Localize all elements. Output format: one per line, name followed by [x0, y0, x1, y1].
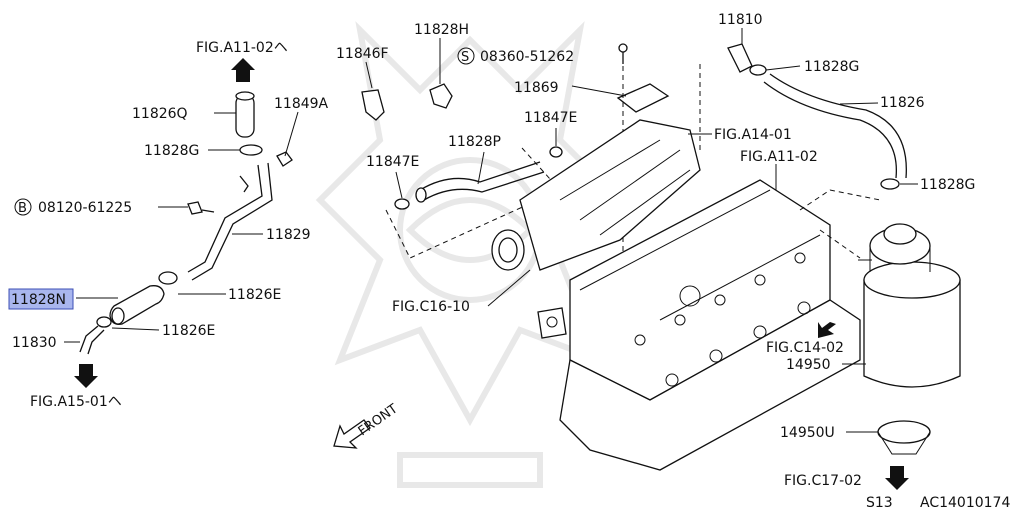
label-11826q[interactable]: 11826Q: [132, 106, 188, 122]
part-11828p-hose: [419, 161, 541, 191]
label-fig-a11-02-top[interactable]: FIG.A11-02ヘ: [196, 40, 288, 56]
part-11830-elbow: [79, 325, 99, 353]
arrow-left-down-icon: [818, 322, 836, 338]
part-11828h: [429, 83, 453, 109]
part-11810-valve: [727, 43, 753, 73]
exhaust-flange: [537, 307, 567, 339]
screw-icon: [618, 43, 628, 53]
part-14950u-cap: [877, 420, 931, 444]
part-11828g-clamp-left: [239, 144, 263, 156]
label-08360-51262[interactable]: 08360-51262: [480, 49, 574, 65]
part-14950-canister: [863, 279, 961, 388]
label-11869[interactable]: 11869: [514, 80, 559, 96]
label-11847e-left[interactable]: 11847E: [366, 154, 419, 170]
part-11829-pipe: [187, 164, 263, 273]
intake-manifold: [519, 119, 701, 271]
part-11847e-clamp-left: [394, 198, 410, 210]
engine-lower-block: [559, 299, 861, 471]
part-11828g-clamp-top: [749, 64, 767, 76]
label-fig-c16-10[interactable]: FIG.C16-10: [392, 299, 470, 315]
label-fig-a14-01[interactable]: FIG.A14-01: [714, 127, 792, 143]
part-11846f: [361, 89, 385, 121]
part-11869-bracket: [616, 83, 670, 113]
arrow-up-icon: [231, 58, 255, 82]
b-circle-icon: [14, 198, 32, 216]
label-diagram-code: AC14010174: [920, 495, 1010, 510]
label-14950u[interactable]: 14950U: [780, 425, 835, 441]
label-11846f[interactable]: 11846F: [336, 46, 389, 62]
part-11826e-clamp-1: [158, 271, 178, 285]
engine-block: [491, 60, 881, 471]
part-11826e-clamp-2: [96, 316, 112, 328]
label-11829[interactable]: 11829: [266, 227, 311, 243]
label-11830[interactable]: 11830: [12, 335, 57, 351]
label-s-prefix: S: [461, 50, 469, 65]
label-b-prefix: B: [18, 201, 27, 216]
part-11849a-bolt: [276, 151, 293, 167]
arrow-down-icon-right: [885, 466, 909, 490]
label-11826e-1[interactable]: 11826E: [228, 287, 281, 303]
arrow-down-icon: [74, 364, 98, 388]
label-11828n[interactable]: 11828N: [11, 292, 66, 308]
left-hose-assembly: [64, 58, 299, 388]
part-11826-hose: [763, 81, 897, 179]
label-11828g-left[interactable]: 11828G: [144, 143, 199, 159]
label-11828p[interactable]: 11828P: [448, 134, 501, 150]
front-indicator: [333, 419, 371, 449]
part-11826q: [235, 94, 255, 138]
part-08120-bolt: [187, 201, 203, 215]
label-11826e-2[interactable]: 11826E: [162, 323, 215, 339]
label-fig-a15-01[interactable]: FIG.A15-01ヘ: [30, 394, 122, 410]
label-fig-c14-02[interactable]: FIG.C14-02: [766, 340, 844, 356]
center-small-parts: [361, 38, 670, 310]
label-11828g-right[interactable]: 11828G: [920, 177, 975, 193]
label-11810[interactable]: 11810: [718, 12, 763, 28]
label-11849a[interactable]: 11849A: [274, 96, 329, 112]
label-08120-61225[interactable]: 08120-61225: [38, 200, 132, 216]
label-s13: S13: [866, 495, 893, 510]
highlight-11828n[interactable]: [8, 288, 74, 310]
label-11828h[interactable]: 11828H: [414, 22, 469, 38]
front-arrow-icon: [333, 419, 371, 449]
right-canister-assembly: [487, 28, 961, 490]
label-11847e-top[interactable]: 11847E: [524, 110, 577, 126]
label-fig-c17-02[interactable]: FIG.C17-02: [784, 473, 862, 489]
part-11828g-clamp-right: [880, 178, 900, 190]
part-11847e-clamp-top: [549, 146, 563, 158]
label-11826[interactable]: 11826: [880, 95, 925, 111]
label-11828g-right-top[interactable]: 11828G: [804, 59, 859, 75]
label-14950[interactable]: 14950: [786, 357, 831, 373]
s-circle-icon: [457, 47, 475, 65]
label-fig-a11-02-mid[interactable]: FIG.A11-02: [740, 149, 818, 165]
